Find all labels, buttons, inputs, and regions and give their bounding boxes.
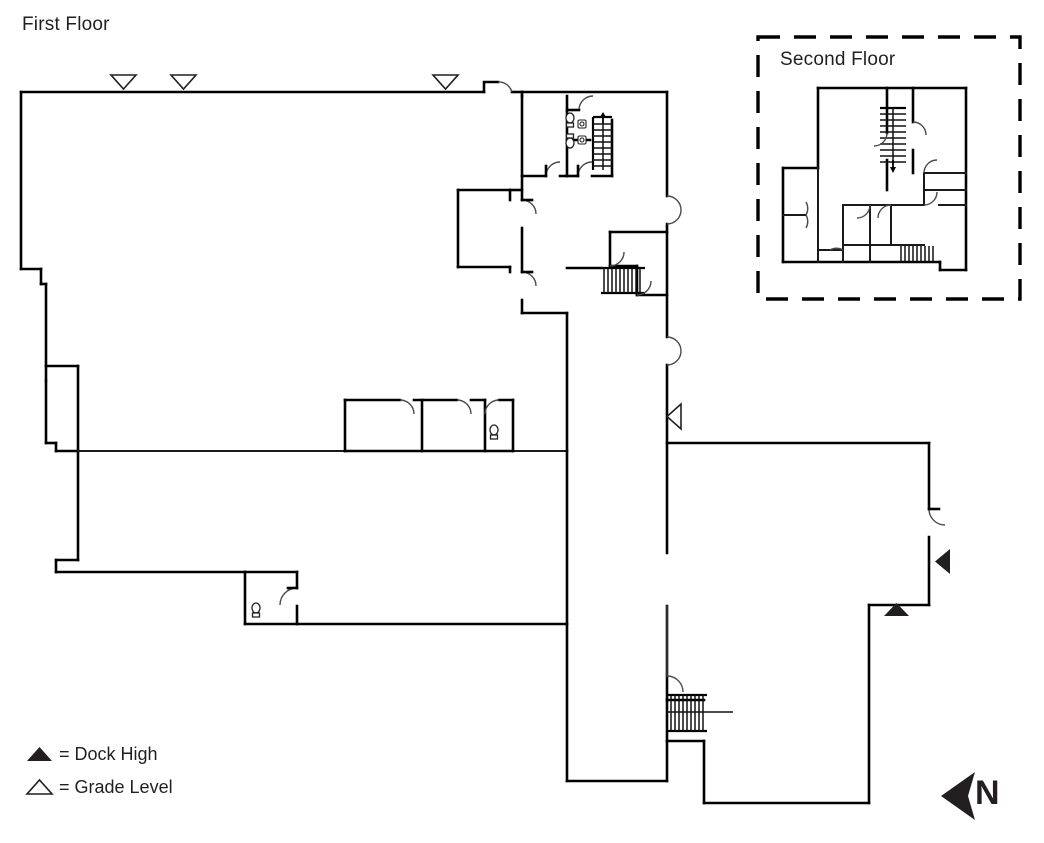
door-swing-office-b bbox=[456, 399, 472, 415]
door-swing-sf-h bbox=[877, 204, 892, 219]
dock-high-marker-1 bbox=[935, 549, 950, 574]
legend-dock-high-label: = Dock High bbox=[59, 744, 158, 764]
grade-level-marker-1 bbox=[109, 74, 138, 91]
door-swing-east-d bbox=[666, 350, 682, 366]
legend-grade-level-label: = Grade Level bbox=[59, 777, 173, 797]
grade-level-marker-3 bbox=[431, 74, 460, 91]
door-swing-office-c bbox=[484, 399, 500, 415]
second-floor-inset bbox=[756, 35, 1022, 301]
door-swing-sf-i bbox=[923, 191, 938, 206]
door-swing-sf-d bbox=[805, 201, 809, 216]
second-floor-inset-title: Second Floor bbox=[780, 49, 896, 70]
door-swing-east-c bbox=[666, 336, 682, 352]
door-swing-core-entry bbox=[578, 95, 594, 111]
door-swing-stair-room bbox=[609, 251, 625, 267]
door-swing-top-entry bbox=[497, 81, 513, 93]
door-swings-east-wall bbox=[927, 507, 946, 526]
door-swing-restroom-a bbox=[545, 161, 561, 177]
second-floor-plan-geometry bbox=[781, 86, 968, 272]
restroom-core-north bbox=[520, 94, 614, 178]
door-swing-east-a bbox=[666, 195, 682, 211]
building-outline-first-floor bbox=[19, 80, 931, 805]
restroom-southwest bbox=[251, 586, 299, 618]
stairs-second-floor-arrow-icon bbox=[890, 160, 896, 173]
door-swing-sf-a bbox=[873, 132, 888, 147]
sink-fixture-2 bbox=[577, 135, 587, 145]
door-swing-lobby-b bbox=[521, 271, 537, 287]
sink-fixture-1 bbox=[577, 119, 587, 129]
door-swing-east-dock bbox=[928, 508, 946, 526]
stairs-south bbox=[666, 675, 733, 733]
stairs-up-arrow-icon bbox=[600, 112, 606, 123]
door-swing-sf-c bbox=[923, 159, 938, 174]
door-swing-office-a bbox=[399, 399, 415, 415]
stairs-center-treads bbox=[603, 268, 641, 293]
door-swing-restroom-sw bbox=[279, 587, 298, 606]
stairs-south-treads bbox=[670, 695, 704, 731]
door-swing-stair-room-b bbox=[636, 280, 652, 296]
toilet-fixture-office bbox=[489, 424, 499, 440]
door-swing-restroom-b bbox=[577, 161, 593, 177]
stairs-second-floor-south bbox=[900, 246, 934, 262]
door-swing-sf-e bbox=[805, 214, 809, 229]
toilet-fixture-1 bbox=[565, 112, 575, 128]
toilet-fixture-sw bbox=[251, 602, 261, 618]
page-title: First Floor bbox=[22, 14, 110, 35]
door-swing-sf-f bbox=[829, 247, 844, 251]
office-suite-center bbox=[343, 398, 515, 453]
grade-level-marker-4 bbox=[665, 402, 682, 431]
door-swing-sf-g bbox=[856, 204, 871, 219]
grade-level-marker-2 bbox=[169, 74, 198, 91]
toilet-fixture-2 bbox=[565, 133, 575, 149]
stairs-second-floor-treads bbox=[880, 108, 906, 168]
legend-dock-high-icon bbox=[27, 747, 52, 761]
door-swing-stairs-south bbox=[666, 675, 684, 693]
door-swing-east-b bbox=[666, 209, 682, 225]
door-swing-lobby-a bbox=[521, 199, 537, 215]
door-swing-sf-b bbox=[912, 121, 927, 136]
legend-grade-level-icon bbox=[25, 778, 54, 795]
lobby-walls-center bbox=[456, 174, 682, 453]
door-swings-top bbox=[497, 81, 513, 93]
dock-high-marker-2 bbox=[884, 603, 909, 616]
compass-north-label: N bbox=[975, 774, 1000, 812]
stairs-north-treads bbox=[593, 117, 612, 170]
north-arrow-icon bbox=[941, 772, 975, 820]
